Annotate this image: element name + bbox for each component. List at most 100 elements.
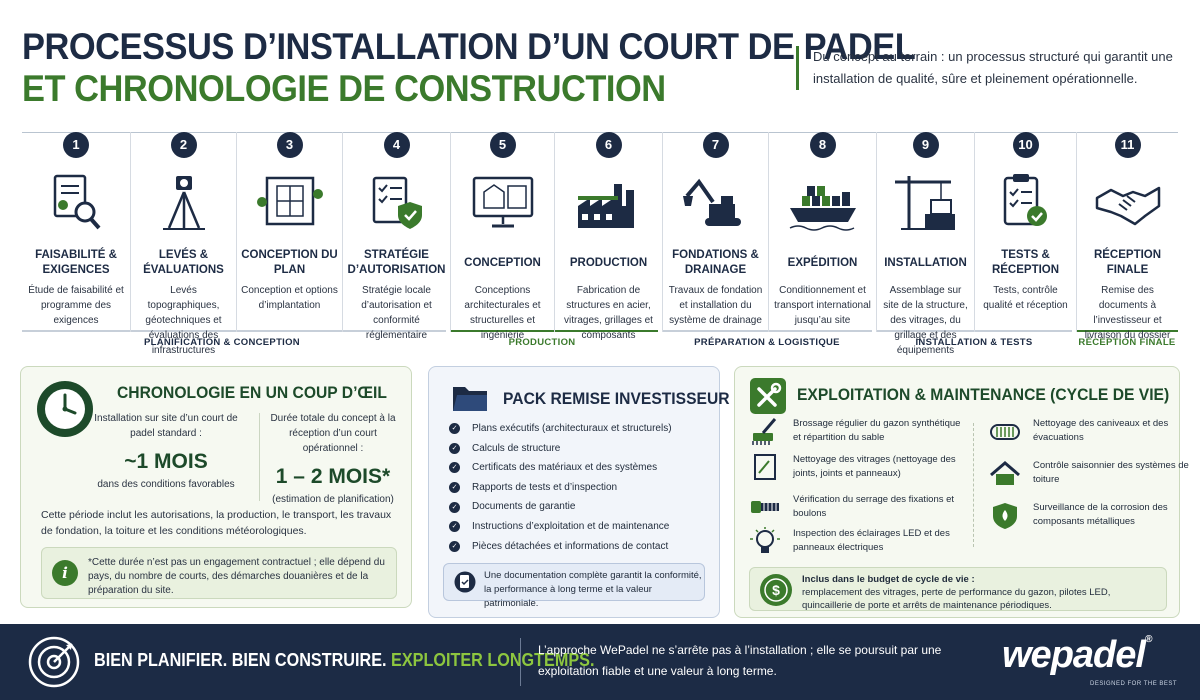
budget-title: Inclus dans le budget de cycle de vie : (802, 574, 975, 585)
maintenance-item-text: Nettoyage des vitrages (nettoyage des jo… (793, 454, 956, 479)
pack-list-item: ✓Pièces détachées et informations de con… (449, 537, 672, 557)
step-title: EXPÉDITION (787, 256, 858, 269)
step-number: 2 (170, 132, 197, 158)
excavator-icon (682, 178, 741, 226)
step-number: 10 (1012, 132, 1039, 158)
step-title: CONCEPTION (464, 256, 541, 269)
drain-grate-icon (990, 424, 1020, 440)
page-subtitle: Du concept au terrain : un processus str… (796, 46, 1176, 90)
step-number: 1 (63, 132, 89, 158)
site-plan-icon (256, 176, 323, 226)
step-number: 9 (912, 132, 939, 158)
maintenance-item-text: Contrôle saisonnier des systèmes de toit… (1033, 460, 1189, 485)
pack-item-label: Plans exécutifs (architecturaux et struc… (472, 423, 672, 434)
maintenance-item: Nettoyage des vitrages (nettoyage des jo… (749, 453, 969, 481)
slogan-green: EXPLOITER LONGTEMPS. (391, 650, 595, 670)
footer-banner: BIEN PLANIFIER. BIEN CONSTRUIRE. EXPLOIT… (0, 624, 1200, 700)
step-number: 4 (383, 132, 410, 158)
phase-line-final (1076, 330, 1178, 332)
pack-footnote: Une documentation complète garantit la c… (484, 570, 702, 609)
pack-item-label: Calculs de structure (472, 442, 561, 454)
logo-registered: ® (1144, 634, 1152, 645)
step-title: RÉCEPTION FINALE (1093, 249, 1162, 276)
phase-label-final: RÉCEPTION FINALE (1078, 337, 1176, 348)
onsite-duration: Installation sur site d’un court de pade… (91, 411, 241, 492)
phase-label-planning: PLANIFICATION & CONCEPTION (144, 337, 300, 348)
step-number: 8 (809, 132, 836, 158)
timeline-panel-title: CHRONOLOGIE EN UN COUP D’ŒIL (117, 383, 387, 402)
total-label: Durée totale du concept à la réception d… (270, 413, 396, 454)
step-number: 11 (1114, 132, 1141, 158)
step-title: LEVÉS & ÉVALUATIONS (143, 249, 224, 276)
onsite-value: ~1 MOIS (124, 450, 208, 473)
investor-pack-panel: PACK REMISE INVESTISSEUR ✓Plans exécutif… (428, 366, 730, 618)
maintenance-item: Nettoyage des caniveaux et des évacuatio… (989, 417, 1200, 445)
shield-drop-icon (993, 503, 1017, 529)
step-description: Stratégie locale d’autorisation et confo… (361, 285, 432, 341)
pack-list-item: ✓ Plans exécutifs (architecturaux et stru… (449, 419, 672, 439)
phase-label-logistics: PRÉPARATION & LOGISTIQUE (694, 337, 840, 348)
pack-list-item: ✓Calculs de structure (449, 439, 672, 459)
step-description: Fabrication de structures en acier, vitr… (564, 285, 653, 341)
maintenance-item: Inspection des éclairages LED et des pan… (749, 527, 969, 555)
handshake-icon (1095, 186, 1160, 226)
document-check-icon (454, 571, 476, 593)
maintenance-panel: EXPLOITATION & MAINTENANCE (CYCLE DE VIE… (734, 366, 1189, 618)
step-description: Remise des documents à l’investisseur et… (1084, 285, 1171, 341)
step-title: INSTALLATION (884, 256, 967, 269)
step-number: 5 (489, 132, 516, 158)
bolt-icon (751, 501, 779, 513)
budget-description: remplacement des vitrages, perte de perf… (802, 587, 1111, 611)
factory-icon (577, 184, 634, 228)
brush-icon (752, 418, 777, 445)
page-title-line1: PROCESSUS D’INSTALLATION D’UN COURT DE P… (22, 26, 916, 67)
surveyor-tripod-icon (162, 176, 205, 230)
pack-item-label: Rapports de tests et d’inspection (472, 481, 618, 493)
pack-item-label: Pièces détachées et informations de cont… (472, 540, 669, 552)
pack-list: ✓ Plans exécutifs (architecturaux et stru… (449, 419, 672, 556)
step-number: 7 (702, 132, 729, 158)
pack-footnote-box: Une documentation complète garantit la c… (443, 563, 705, 609)
check-icon: ✓ (449, 482, 460, 494)
logo-tagline: DESIGNED FOR THE BEST (1090, 681, 1178, 687)
step-title: PRODUCTION (569, 256, 648, 269)
onsite-label: Installation sur site d’un court de pade… (94, 413, 238, 439)
cargo-ship-icon (789, 186, 856, 231)
pack-list-item: ✓Certificats des matériaux et des systèm… (449, 458, 672, 478)
svg-text:$: $ (772, 582, 780, 598)
maintenance-item: Contrôle saisonnier des systèmes de toit… (989, 459, 1200, 487)
step-description: Conditionnement et transport internation… (774, 285, 871, 326)
page-title-line2: ET CHRONOLOGIE DE CONSTRUCTION (22, 68, 666, 109)
footer-text: L’approche WePadel ne s’arrête pas à l’i… (538, 643, 942, 678)
step-description: Assemblage sur site de la structure, des… (883, 285, 968, 356)
step-title: TESTS & RÉCEPTION (991, 249, 1060, 276)
roof-house-icon (990, 461, 1020, 485)
total-duration: Durée totale du concept à la réception d… (265, 411, 401, 507)
check-icon: ✓ (449, 423, 460, 435)
slogan-white: BIEN PLANIFIER. BIEN CONSTRUIRE. (94, 650, 392, 670)
duration-divider (259, 413, 260, 501)
period-text: Cette période inclut les autorisations, … (41, 509, 392, 537)
step-title: STRATÉGIE D’AUTORISATION (347, 249, 446, 276)
checklist-shield-icon (372, 176, 422, 229)
target-icon (28, 636, 80, 688)
monitor-design-icon (472, 176, 533, 228)
pack-item-label: Instructions d’exploitation et de mainte… (472, 520, 670, 532)
check-icon: ✓ (449, 521, 460, 533)
step-description: Tests, contrôle qualité et réception (983, 285, 1068, 311)
pack-item-label: Documents de garantie (472, 501, 576, 513)
dollar-icon: $ (760, 574, 792, 606)
lifecycle-budget-box: $ Inclus dans le budget de cycle de vie … (749, 567, 1167, 611)
wepadel-logo: wepadel® (1002, 634, 1152, 677)
tools-icon (750, 378, 786, 414)
maintenance-item-text: Inspection des éclairages LED et des pan… (793, 528, 950, 553)
maintenance-item-text: Surveillance de la corrosion des composa… (1033, 502, 1168, 527)
step-description: Travaux de fondation et installation du … (668, 285, 763, 326)
logo-text: wepadel (1002, 634, 1146, 676)
